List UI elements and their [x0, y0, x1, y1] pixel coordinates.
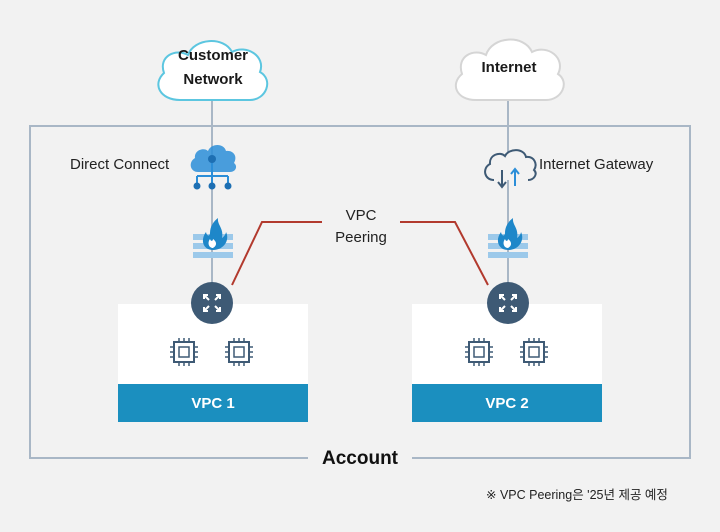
chip-icon — [170, 338, 198, 366]
footnote: ※ VPC Peering은 '25년 제공 예정 — [486, 488, 668, 502]
customer-network-line1: Customer — [177, 47, 248, 64]
chip-icon — [520, 338, 548, 366]
internet-gateway-icon — [484, 149, 537, 189]
direct-connect-label: Direct Connect — [70, 156, 170, 173]
router-icon-right — [487, 282, 529, 324]
chip-icons — [170, 338, 548, 366]
peering-line-right — [400, 221, 489, 286]
vpc-peering-line2: Peering — [335, 229, 387, 246]
customer-network-cloud — [157, 40, 269, 101]
peering-line-left — [231, 221, 322, 286]
internet-label: Internet — [481, 59, 537, 76]
customer-network-line2: Network — [183, 71, 243, 88]
account-label: Account — [308, 446, 412, 472]
vpc2-label: VPC 2 — [412, 384, 602, 422]
internet-cloud — [454, 38, 565, 101]
customer-network-label: Customer Network — [160, 44, 266, 92]
vpc1-label: VPC 1 — [118, 384, 308, 422]
firewall-icon-left — [193, 218, 233, 258]
firewall-icon-right — [488, 218, 528, 258]
chip-icon — [225, 338, 253, 366]
chip-icon — [465, 338, 493, 366]
internet-gateway-label: Internet Gateway — [539, 156, 654, 173]
router-icon-left — [191, 282, 233, 324]
direct-connect-icon — [190, 145, 237, 190]
vpc-peering-line1: VPC — [345, 207, 377, 224]
vpc-peering-label: VPC Peering — [322, 205, 400, 249]
